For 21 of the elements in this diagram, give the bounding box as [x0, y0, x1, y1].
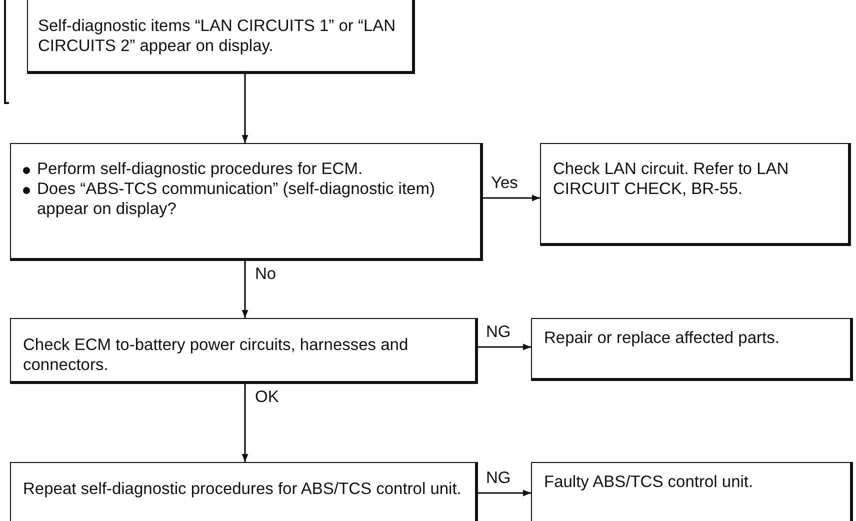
arrow [478, 490, 531, 496]
arrow [242, 261, 248, 318]
process-box [531, 462, 853, 521]
process-box [27, 0, 415, 74]
box-text: Repair or replace affected parts. [544, 329, 780, 349]
process-box [10, 143, 483, 261]
process-box [540, 143, 851, 246]
arrow [242, 384, 248, 462]
arrow [478, 344, 531, 350]
box-text: Check LAN circuit. Refer to LAN CIRCUIT CHECK, BR-55. [553, 160, 790, 200]
arrow [242, 74, 248, 143]
box-text: Does “ABS-TCS communication” (self-diagnostic item) appear on display? [23, 180, 470, 220]
box-text: Self-diagnostic items “LAN CIRCUITS 1” or “LAN CIRCUITS 2” appear on display. [38, 17, 397, 57]
process-box [531, 318, 853, 381]
box-text: Check ECM to-battery power circuits, harnesses and connectors. [23, 336, 410, 376]
process-box [10, 462, 478, 521]
box-text: Perform self-diagnostic procedures for ECM. [23, 160, 470, 180]
box-text: Repeat self-diagnostic procedures for ABS/TCS control unit. [23, 480, 462, 500]
process-box [10, 318, 478, 384]
arrow [483, 194, 540, 202]
box-text: Faulty ABS/TCS control unit. [544, 473, 754, 493]
